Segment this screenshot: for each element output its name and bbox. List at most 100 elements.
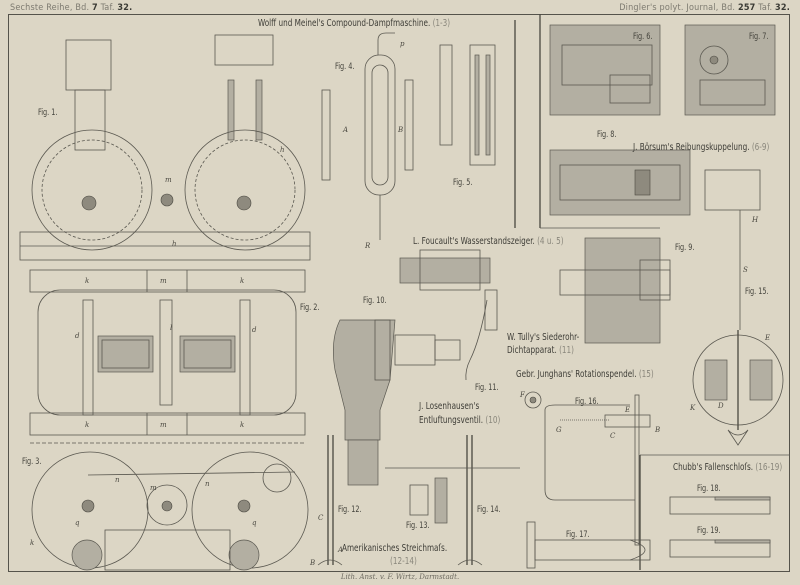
journal-band: 257 xyxy=(737,3,756,13)
part-letter-H: H xyxy=(751,216,759,224)
fig1-drawing xyxy=(19,34,311,261)
title-losenhausen-line1: J. Losenhausen's xyxy=(419,401,479,412)
part-letter-B: B xyxy=(309,559,315,567)
fig-label-3: Fig. 3. xyxy=(22,457,42,467)
title-text: J. Losenhausen's xyxy=(419,401,480,412)
title-text: W. Tully's Siederohr- xyxy=(507,332,580,343)
fig10-drawing xyxy=(333,319,461,486)
fig16-drawing xyxy=(524,391,651,546)
fig-label-12: Fig. 12. xyxy=(338,505,362,515)
part-letter-n: n xyxy=(205,480,210,488)
title-ref: (15) xyxy=(638,369,654,380)
fig-label-6: Fig. 6. xyxy=(633,32,653,42)
part-letter-k: k xyxy=(240,421,244,429)
fig13-drawing xyxy=(409,477,448,524)
fig6-drawing xyxy=(549,24,661,116)
part-letter-d: d xyxy=(252,326,257,334)
part-letter-C: C xyxy=(610,432,616,440)
fig-label-4: Fig. 4. xyxy=(335,62,355,72)
part-letter-m: m xyxy=(160,277,167,285)
title-foucault: L. Foucault's Wasserstandszeiger. (4 u. … xyxy=(413,236,564,247)
part-letter-k: k xyxy=(85,421,89,429)
part-letter-A: A xyxy=(337,546,343,554)
title-ref: (11) xyxy=(559,345,575,356)
title-ref: (4 u. 5) xyxy=(537,236,564,247)
part-letter-h: h xyxy=(280,146,285,154)
fig-label-5: Fig. 5. xyxy=(453,178,473,188)
title-wolff-meinel: Wolff und Meinel's Compound-Dampfmaschin… xyxy=(258,18,450,29)
part-letter-F: F xyxy=(519,391,526,399)
fig17-drawing xyxy=(526,521,651,569)
fig18-drawing xyxy=(669,496,771,515)
fig-label-15: Fig. 15. xyxy=(745,287,769,297)
title-chubb: Chubb's Fallenschloſs. (16-19) xyxy=(673,462,782,473)
title-tully-line2: Dichtapparat. (11) xyxy=(507,345,574,356)
fig-label-1: Fig. 1. xyxy=(38,108,58,118)
journal-taf-label: Taf. xyxy=(758,3,773,13)
fig7-drawing xyxy=(684,24,776,116)
part-letter-B: B xyxy=(654,426,660,434)
title-junghans: Gebr. Junghans' Rotationspendel. (15) xyxy=(516,369,654,380)
title-text: Dichtapparat. xyxy=(507,345,557,356)
fig9-drawing xyxy=(559,237,671,344)
part-letter-l: l xyxy=(170,324,172,332)
part-letter-q: q xyxy=(75,519,80,527)
title-losenhausen-line2: Entluftungsventil. (10) xyxy=(419,415,500,426)
fig15-drawing xyxy=(692,169,784,446)
part-letter-k: k xyxy=(240,277,244,285)
series-label: Sechste Reihe, Bd. xyxy=(10,3,90,13)
printer-credit: Lith. Anst. v. F. Wirtz, Darmstadt. xyxy=(340,573,460,581)
title-text: L. Foucault's Wasserstandszeiger. xyxy=(413,236,535,247)
part-letter-C: C xyxy=(318,514,324,522)
fig-label-2: Fig. 2. xyxy=(300,303,320,313)
fig-label-13: Fig. 13. xyxy=(406,521,430,531)
title-ref: (1-3) xyxy=(432,18,451,29)
title-ref: (6-9) xyxy=(751,142,770,153)
title-text: J. Börsum's Reibungskuppelung. xyxy=(633,142,750,153)
fig11-drawing xyxy=(399,249,498,381)
part-letter-R: R xyxy=(364,242,371,250)
part-letter-m: m xyxy=(150,484,157,492)
part-letter-p: p xyxy=(400,40,405,48)
title-text: Amerikanisches Streichmaſs. xyxy=(342,543,448,554)
part-letter-A: A xyxy=(342,126,348,134)
part-letter-k: k xyxy=(85,277,89,285)
fig-label-9: Fig. 9. xyxy=(675,243,695,253)
part-letter-E: E xyxy=(624,406,630,414)
title-streichmass-ref: (12-14) xyxy=(390,556,417,567)
part-letter-K: K xyxy=(689,404,696,412)
fig-label-16: Fig. 16. xyxy=(575,397,599,407)
fig3-drawing xyxy=(31,451,309,571)
journal-taf: 32. xyxy=(775,3,790,13)
fig-label-7: Fig. 7. xyxy=(749,32,769,42)
header-left: Sechste Reihe, Bd. 7 Taf. 32. xyxy=(10,3,132,13)
fig2-drawing xyxy=(29,269,306,444)
part-letter-S: S xyxy=(743,266,748,274)
title-text: Gebr. Junghans' Rotationspendel. xyxy=(516,369,637,380)
part-letter-d: d xyxy=(75,332,80,340)
fig-label-10: Fig. 10. xyxy=(363,296,387,306)
part-letter-G: G xyxy=(556,426,562,434)
fig-label-18: Fig. 18. xyxy=(697,484,721,494)
part-letter-n: n xyxy=(115,476,120,484)
fig-label-8: Fig. 8. xyxy=(597,130,617,140)
title-boersum: J. Börsum's Reibungskuppelung. (6-9) xyxy=(633,142,769,153)
title-ref: (10) xyxy=(485,415,501,426)
fig19-drawing xyxy=(669,539,771,558)
fig14-drawing xyxy=(385,435,520,566)
title-ref: (16-19) xyxy=(755,462,783,473)
part-letter-h: h xyxy=(172,240,177,248)
part-letter-m: m xyxy=(160,421,167,429)
part-letter-B: B xyxy=(397,126,403,134)
part-letter-E: E xyxy=(764,334,770,342)
fig12-drawing xyxy=(317,435,343,566)
part-letter-D: D xyxy=(717,402,724,410)
journal-label: Dingler's polyt. Journal, Bd. xyxy=(619,3,736,13)
taf-label: Taf. xyxy=(100,3,115,13)
band-number: 7 xyxy=(92,3,98,13)
title-text: Chubb's Fallenschloſs. xyxy=(673,462,754,473)
part-letter-k: k xyxy=(30,539,34,547)
part-letter-q: q xyxy=(252,519,257,527)
